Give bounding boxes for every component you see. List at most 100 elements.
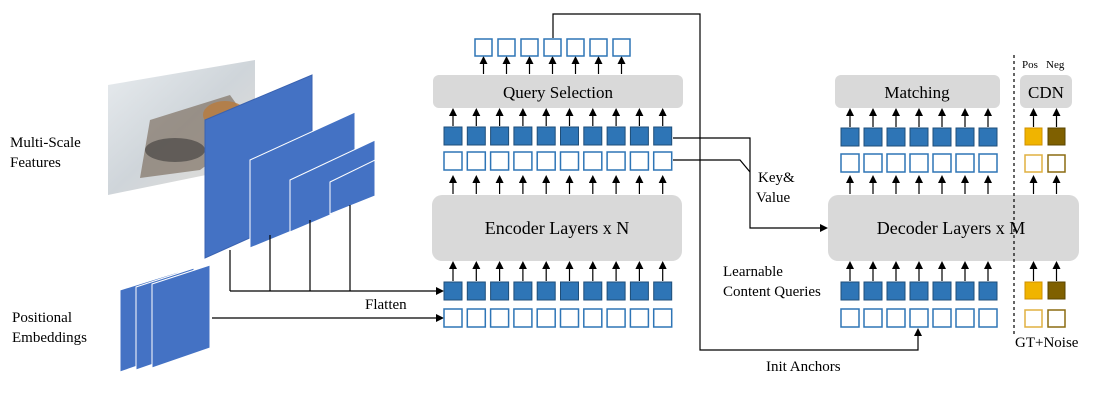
multi-scale-label-line1: Multi-Scale — [10, 135, 81, 151]
encoder-input-tokens-filled — [443, 281, 673, 301]
learnable-label-line1: Learnable — [723, 264, 783, 280]
encoder-output-token — [653, 126, 673, 146]
cdn-pos-input-filled — [1024, 281, 1043, 300]
encoder-input-token — [629, 281, 649, 301]
encoder-output-token — [583, 126, 603, 146]
decoder-output-token — [932, 153, 952, 173]
encoder-output-token — [629, 151, 650, 171]
selected-query-token — [543, 38, 562, 57]
encoder-layers-label: Encoder Layers x N — [485, 218, 629, 238]
encoder-output-token — [466, 126, 486, 146]
key-value-label-line1: Key& — [758, 170, 795, 186]
encoder-output-token — [513, 151, 533, 171]
encoder-input-token — [513, 308, 533, 328]
cdn-label: CDN — [1028, 83, 1064, 102]
decoder-output-token — [955, 153, 975, 173]
encoder-output-token — [536, 151, 556, 171]
encoder-input-token — [583, 308, 603, 328]
key-value-connector — [673, 137, 828, 232]
decoder-anchor-token — [978, 308, 998, 328]
encoder-output-token — [489, 151, 510, 171]
matching-box — [835, 75, 1000, 108]
encoder-input-token — [629, 308, 650, 328]
encoder-output-token — [606, 126, 626, 146]
decoder-output-token — [886, 153, 906, 173]
encoder-output-tokens-filled — [443, 126, 673, 146]
encoder-output-token — [443, 126, 463, 146]
decoder-content-token — [978, 281, 998, 301]
encoder-output-tokens-empty — [443, 151, 673, 171]
neg-label: Neg — [1046, 59, 1065, 71]
positional-label-line2: Embeddings — [12, 330, 87, 346]
decoder-content-token — [932, 281, 952, 301]
encoder-input-arrows — [449, 261, 667, 281]
decoder-output-arrows — [846, 175, 992, 194]
cdn-pos-input-empty — [1024, 309, 1043, 328]
pos-label: Pos — [1022, 59, 1038, 71]
init-anchors-connector — [552, 13, 922, 351]
learnable-label-line2: Content Queries — [723, 284, 821, 300]
cdn-neg-input-filled — [1047, 281, 1066, 300]
cdn-box — [1020, 75, 1072, 108]
encoder-input-token — [583, 281, 603, 301]
decoder-output-token — [863, 153, 883, 173]
cdn-tokens — [1024, 127, 1066, 328]
key-value-label-line2: Value — [756, 190, 790, 206]
matching-label: Matching — [884, 83, 950, 102]
encoder-input-token — [606, 308, 626, 328]
cdn-neg-output-filled — [1047, 127, 1066, 146]
decoder-output-token — [932, 127, 952, 147]
cdn-arrows — [1029, 108, 1061, 281]
encoder-output-token — [606, 151, 626, 171]
cdn-pos-output-filled — [1024, 127, 1043, 146]
selected-query-token — [589, 38, 608, 57]
encoder-input-tokens-empty — [443, 308, 673, 328]
positional-embedding-maps — [119, 264, 211, 373]
selected-query-token — [566, 38, 585, 57]
init-anchors-label: Init Anchors — [766, 359, 841, 375]
decoder-anchor-token — [886, 308, 906, 328]
encoder-output-token — [560, 126, 579, 146]
cdn-neg-input-empty — [1047, 309, 1066, 328]
cdn-neg-output-empty — [1047, 154, 1066, 173]
encoder-output-token — [583, 151, 603, 171]
encoder-input-token — [606, 281, 626, 301]
decoder-output-token — [840, 127, 860, 147]
decoder-output-token — [955, 127, 975, 147]
decoder-output-token — [978, 153, 998, 173]
decoder-output-tokens-empty — [840, 153, 998, 173]
encoder-output-token — [466, 151, 487, 171]
encoder-input-token — [489, 308, 510, 328]
cdn-pos-output-empty — [1024, 154, 1043, 173]
selected-query-token — [474, 38, 493, 57]
multi-scale-label-line2: Features — [10, 155, 61, 171]
decoder-anchor-token — [955, 308, 975, 328]
decoder-content-token — [886, 281, 906, 301]
decoder-anchor-token — [909, 308, 929, 328]
decoder-output-token — [886, 127, 906, 147]
selected-query-tokens — [474, 38, 631, 57]
encoder-input-token — [490, 281, 510, 301]
decoder-layers-label: Decoder Layers x M — [877, 218, 1025, 238]
matching-input-arrows — [846, 108, 992, 127]
decoder-output-token — [909, 127, 929, 147]
decoder-content-query-tokens — [840, 281, 998, 301]
query-selection-box — [433, 75, 683, 108]
flatten-connectors — [212, 205, 444, 322]
encoder-input-token — [513, 281, 533, 301]
decoder-output-token — [909, 153, 929, 173]
decoder-output-tokens-filled — [840, 127, 998, 147]
encoder-output-token — [536, 126, 556, 146]
encoder-input-token — [652, 308, 673, 328]
flatten-label: Flatten — [365, 297, 407, 313]
decoder-output-token — [863, 127, 883, 147]
encoder-output-token — [490, 126, 510, 146]
positional-label-line1: Positional — [12, 310, 72, 326]
decoder-output-token — [978, 127, 998, 147]
decoder-input-arrows — [846, 261, 992, 281]
decoder-content-token — [955, 281, 975, 301]
encoder-output-token — [652, 151, 673, 171]
encoder-input-token — [559, 308, 580, 328]
encoder-output-token — [513, 126, 533, 146]
